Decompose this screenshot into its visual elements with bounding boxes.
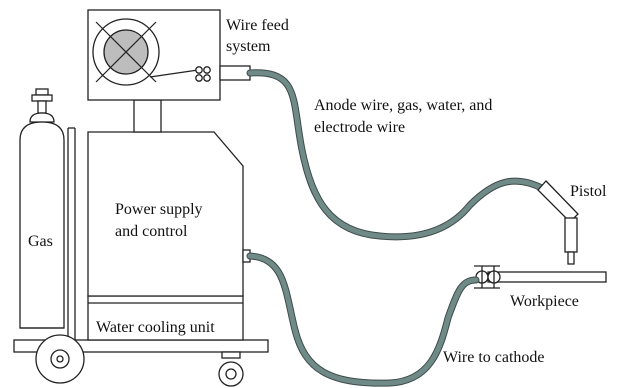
cathode-cable (246, 252, 480, 387)
left-wheel (35, 334, 85, 384)
wire-feed-system (87, 9, 251, 101)
cart-frame (13, 127, 269, 387)
torch-hose (246, 69, 546, 241)
wire-to-cathode-label: Wire to cathode (443, 349, 545, 366)
right-caster (218, 351, 244, 387)
support-column (133, 99, 162, 133)
gas-cylinder (19, 88, 65, 329)
power-supply-label-line2: and control (115, 223, 188, 240)
power-supply-label-line1: Power supply (115, 201, 203, 218)
anode-label-line2: electrode wire (314, 119, 405, 136)
water-cooling-label: Water cooling unit (96, 319, 215, 336)
anode-label-line1: Anode wire, gas, water, and (314, 97, 492, 114)
pistol-torch (537, 180, 579, 265)
fan-icon (92, 18, 160, 86)
workpiece-label: Workpiece (510, 293, 579, 310)
power-supply-unit: Power supply and control (87, 131, 251, 297)
workpiece (474, 265, 607, 289)
gas-label: Gas (28, 233, 53, 250)
wire-feed-label-line1: Wire feed (226, 17, 289, 34)
ground-clamp (474, 265, 501, 289)
pistol-label: Pistol (570, 183, 607, 200)
water-cooling-unit: Water cooling unit (87, 295, 244, 341)
drive-rollers-icon (149, 66, 211, 82)
wire-feed-label-line2: system (226, 38, 271, 55)
